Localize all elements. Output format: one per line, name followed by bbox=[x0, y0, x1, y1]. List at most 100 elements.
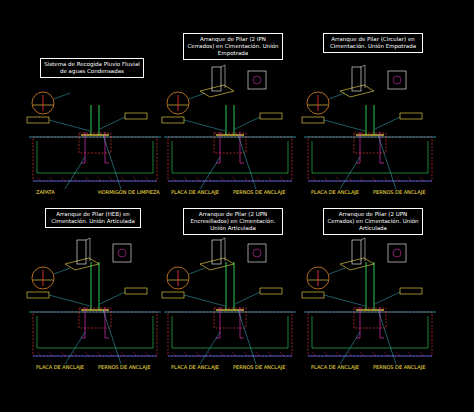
callout-box bbox=[125, 113, 147, 119]
hatch bbox=[61, 352, 65, 356]
leader bbox=[184, 120, 225, 131]
callout-label: PLACA DE ANCLAJE bbox=[170, 365, 220, 371]
leader bbox=[49, 295, 90, 306]
hatch bbox=[408, 352, 412, 356]
pedestal bbox=[354, 133, 386, 153]
title-text: Arranque de Pilar (Circular) en Cimentac… bbox=[327, 36, 419, 50]
anchor-bolt-hook bbox=[105, 338, 109, 339]
callout-box bbox=[302, 292, 324, 298]
callout-label: PERNOS DE ANCLAJE bbox=[232, 365, 286, 371]
hatch bbox=[336, 177, 340, 181]
hatch bbox=[184, 177, 188, 181]
hatch bbox=[61, 177, 65, 181]
leader bbox=[238, 135, 256, 189]
foundation-outline bbox=[308, 312, 432, 356]
hatch bbox=[384, 177, 388, 181]
cad-line bbox=[361, 238, 365, 240]
ground-line bbox=[304, 312, 436, 313]
cad-line bbox=[365, 65, 366, 88]
rebar bbox=[172, 348, 288, 349]
rebar bbox=[37, 141, 38, 173]
column-flange bbox=[226, 105, 227, 135]
callout-label: PLACA DE ANCLAJE bbox=[35, 365, 85, 371]
hatch bbox=[73, 177, 77, 181]
hatch bbox=[312, 352, 316, 356]
callout-box bbox=[27, 117, 49, 123]
hatch bbox=[49, 352, 53, 356]
hatch bbox=[133, 352, 137, 356]
hatch bbox=[336, 352, 340, 356]
plan-bolt bbox=[393, 76, 401, 84]
anchor-bolt bbox=[105, 307, 106, 338]
rebar bbox=[37, 173, 153, 174]
callout-label: PERNOS DE ANCLAJE bbox=[372, 190, 426, 196]
cad-line bbox=[225, 238, 226, 261]
pedestal bbox=[354, 308, 386, 328]
anchor-bolt-hook bbox=[380, 163, 384, 164]
callout-box bbox=[162, 117, 184, 123]
callout-label: PLACA DE ANCLAJE bbox=[310, 365, 360, 371]
plan-bolt bbox=[253, 76, 261, 84]
callout-box bbox=[400, 288, 422, 294]
leader bbox=[375, 117, 400, 129]
cad-line bbox=[189, 268, 205, 274]
anchor-bolt bbox=[105, 132, 106, 163]
hatch bbox=[348, 352, 352, 356]
plan-detail bbox=[388, 71, 406, 89]
cad-line bbox=[361, 65, 365, 67]
anchor-bolt bbox=[220, 132, 221, 163]
leader bbox=[324, 295, 365, 306]
column-iso bbox=[212, 240, 221, 264]
column-flange bbox=[91, 105, 92, 135]
cad-line bbox=[54, 268, 70, 274]
callout-box bbox=[125, 288, 147, 294]
hatch bbox=[49, 177, 53, 181]
cad-line bbox=[90, 238, 91, 261]
pedestal bbox=[79, 133, 111, 153]
callout-box bbox=[302, 117, 324, 123]
rebar bbox=[428, 316, 429, 348]
leader bbox=[200, 332, 220, 364]
callout-label: PERNOS DE ANCLAJE bbox=[232, 190, 286, 196]
ground-line bbox=[29, 312, 161, 313]
pedestal bbox=[79, 308, 111, 328]
cad-line bbox=[225, 65, 226, 88]
cad-line bbox=[221, 65, 225, 67]
detail-circle bbox=[307, 92, 329, 114]
foundation-outline bbox=[308, 137, 432, 181]
cad-line bbox=[54, 93, 70, 99]
plan-detail bbox=[113, 244, 131, 262]
cad-line bbox=[178, 270, 179, 286]
detail-circle bbox=[32, 267, 54, 289]
rebar bbox=[153, 316, 154, 348]
rebar bbox=[288, 316, 289, 348]
rebar bbox=[37, 316, 38, 348]
cad-line bbox=[329, 93, 345, 99]
callout-box bbox=[400, 113, 422, 119]
callout-label: PERNOS DE ANCLAJE bbox=[372, 365, 426, 371]
hatch bbox=[97, 177, 101, 181]
hatch bbox=[256, 352, 260, 356]
leader bbox=[100, 117, 125, 129]
rebar bbox=[312, 316, 313, 348]
anchor-bolt-hook bbox=[380, 338, 384, 339]
foundation-outline bbox=[33, 312, 157, 356]
hatch bbox=[232, 352, 236, 356]
leader bbox=[235, 117, 260, 129]
cad-line bbox=[86, 238, 90, 240]
hatch bbox=[232, 177, 236, 181]
column-flange bbox=[374, 105, 375, 135]
lean-concrete bbox=[33, 356, 157, 357]
detail-circle bbox=[32, 92, 54, 114]
ground-line bbox=[304, 137, 436, 138]
column-iso bbox=[352, 240, 361, 264]
pedestal bbox=[214, 308, 246, 328]
callout-label: PLACA DE ANCLAJE bbox=[310, 190, 360, 196]
hatch bbox=[109, 352, 113, 356]
lean-concrete bbox=[308, 181, 432, 182]
hatch bbox=[396, 352, 400, 356]
callout-label: PLACA DE ANCLAJE bbox=[170, 190, 220, 196]
hatch bbox=[396, 177, 400, 181]
hatch bbox=[145, 177, 149, 181]
plan-bolt bbox=[118, 249, 126, 257]
